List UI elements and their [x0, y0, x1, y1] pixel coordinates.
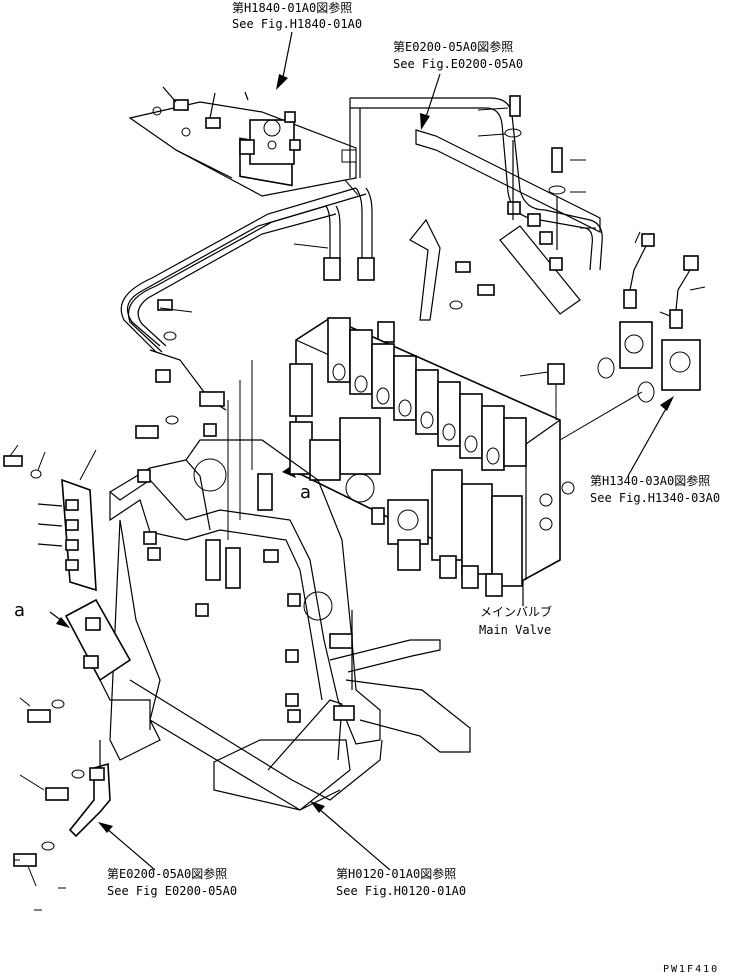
ref-bottom-left-jp: 第E0200-05A0図参照: [107, 866, 227, 881]
ref-top-en: See Fig.H1840-01A0: [232, 17, 362, 31]
ref-upper-right-jp: 第E0200-05A0図参照: [393, 39, 513, 54]
valve-frame: [108, 360, 471, 811]
ref-bottom-center-jp: 第H0120-01A0図参照: [336, 866, 456, 881]
main-valve: [289, 317, 643, 597]
frame-fasteners: [13, 299, 227, 911]
valve-mounting-bracket: [377, 95, 601, 343]
pilot-valve-bracket: [128, 86, 357, 197]
ref-bottom-center-en: See Fig.H0120-01A0: [336, 884, 466, 898]
main-valve-label-en: Main Valve: [479, 623, 551, 637]
terminal-block: [3, 444, 97, 592]
marker-a-left: a: [14, 600, 25, 621]
ref-upper-right-en: See Fig.E0200-05A0: [393, 57, 523, 71]
marker-a-valve: a: [300, 482, 311, 503]
ref-right-en: See Fig.H1340-03A0: [590, 491, 720, 505]
main-valve-label-jp: メインバルブ: [480, 604, 552, 619]
ref-top-jp: 第H1840-01A0図参照: [232, 0, 352, 15]
pressure-switch-assembly: [597, 231, 706, 403]
connector-bracket: [64, 598, 151, 730]
drawing-code: PW1F410: [663, 964, 719, 975]
ref-bottom-left-en: See Fig E0200-05A0: [107, 884, 237, 898]
ref-right-jp: 第H1340-03A0図参照: [590, 473, 710, 488]
